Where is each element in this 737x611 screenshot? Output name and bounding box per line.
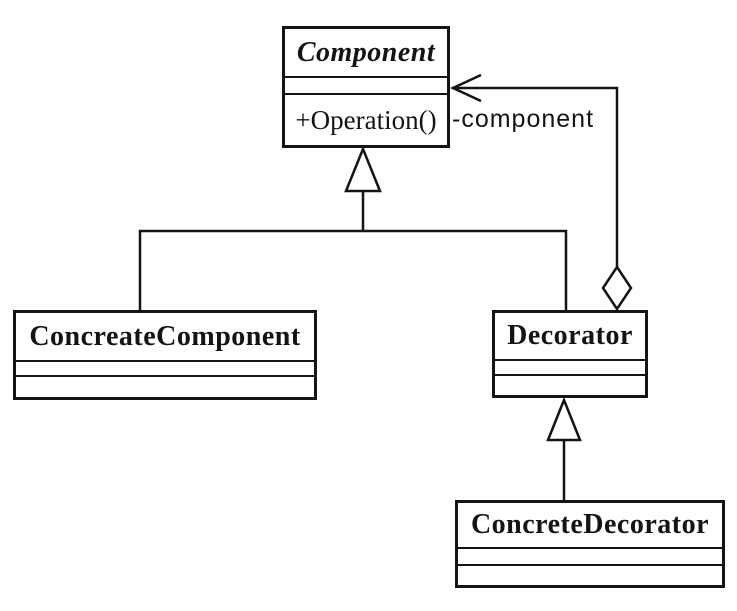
class-component: Component +Operation(): [282, 26, 450, 148]
association-open-arrowhead-icon: [450, 73, 482, 103]
class-concreate-component-methods: [16, 375, 314, 397]
aggregation-line-decorator-component: [452, 86, 619, 269]
aggregation-role-label: -component: [452, 105, 595, 133]
class-concreate-component-attributes: [16, 360, 314, 375]
aggregation-diamond-icon: [601, 264, 633, 312]
class-concreate-component-title: ConcreateComponent: [29, 320, 301, 352]
generalization-triangle-component-icon: [344, 145, 382, 193]
class-decorator-title: Decorator: [507, 320, 633, 351]
class-concrete-decorator-methods: [458, 564, 722, 585]
class-decorator: Decorator: [492, 310, 648, 398]
class-concrete-decorator-attributes: [458, 547, 722, 564]
generalization-triangle-decorator-icon: [546, 396, 582, 442]
generalization-line-to-component: [138, 191, 568, 312]
class-concrete-decorator-title: ConcreteDecorator: [470, 509, 710, 540]
class-decorator-attributes: [495, 359, 645, 374]
class-component-methods: +Operation(): [285, 93, 447, 145]
class-component-attributes: [285, 76, 447, 93]
class-concreate-component: ConcreateComponent: [13, 310, 317, 400]
class-decorator-methods: [495, 374, 645, 395]
class-concrete-decorator: ConcreteDecorator: [455, 500, 725, 588]
class-component-title: Component: [296, 36, 436, 68]
